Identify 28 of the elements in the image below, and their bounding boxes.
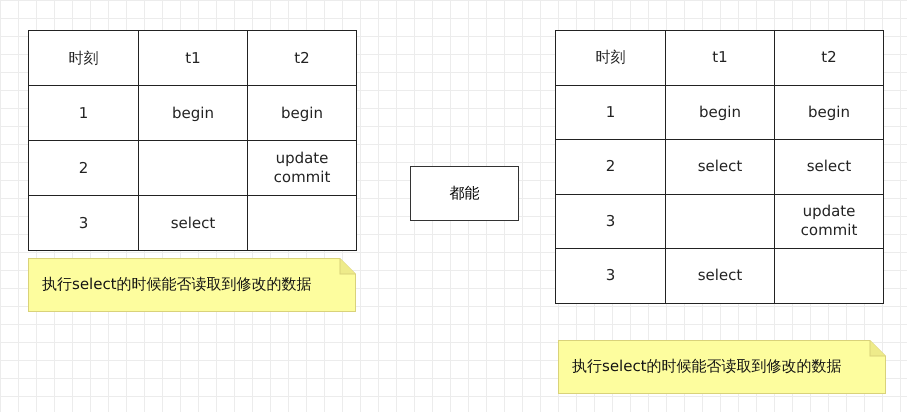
table-cell: 3 [555,194,666,249]
table-cell: begin [774,84,884,140]
table-cell: select [665,139,775,194]
note-text: 执行select的时候能否读取到修改的数据 [572,357,842,376]
note-text: 执行select的时候能否读取到修改的数据 [42,275,312,294]
header-cell: t2 [774,30,884,86]
header-cell: t2 [247,30,357,86]
table-cell: select [774,139,884,194]
table-cell: select [138,195,248,251]
table-cell: begin [138,85,248,141]
sticky-note [558,340,886,394]
header-cell: t1 [138,30,248,86]
table-cell: 2 [28,140,139,196]
header-cell: 时刻 [28,30,139,86]
table-cell: select [665,248,775,304]
table-cell: 1 [28,85,139,141]
text-box: 都能 [410,166,519,221]
header-cell: t1 [665,30,775,86]
table-cell: 2 [555,139,666,194]
sticky-note [28,258,356,312]
table-cell: update commit [247,140,357,196]
table-cell: begin [665,84,775,140]
table-cell: 3 [555,248,666,304]
table-cell: 3 [28,195,139,251]
header-cell: 时刻 [555,30,666,86]
table-cell: 1 [555,84,666,140]
table-cell: update commit [774,194,884,249]
table-cell: begin [247,85,357,141]
